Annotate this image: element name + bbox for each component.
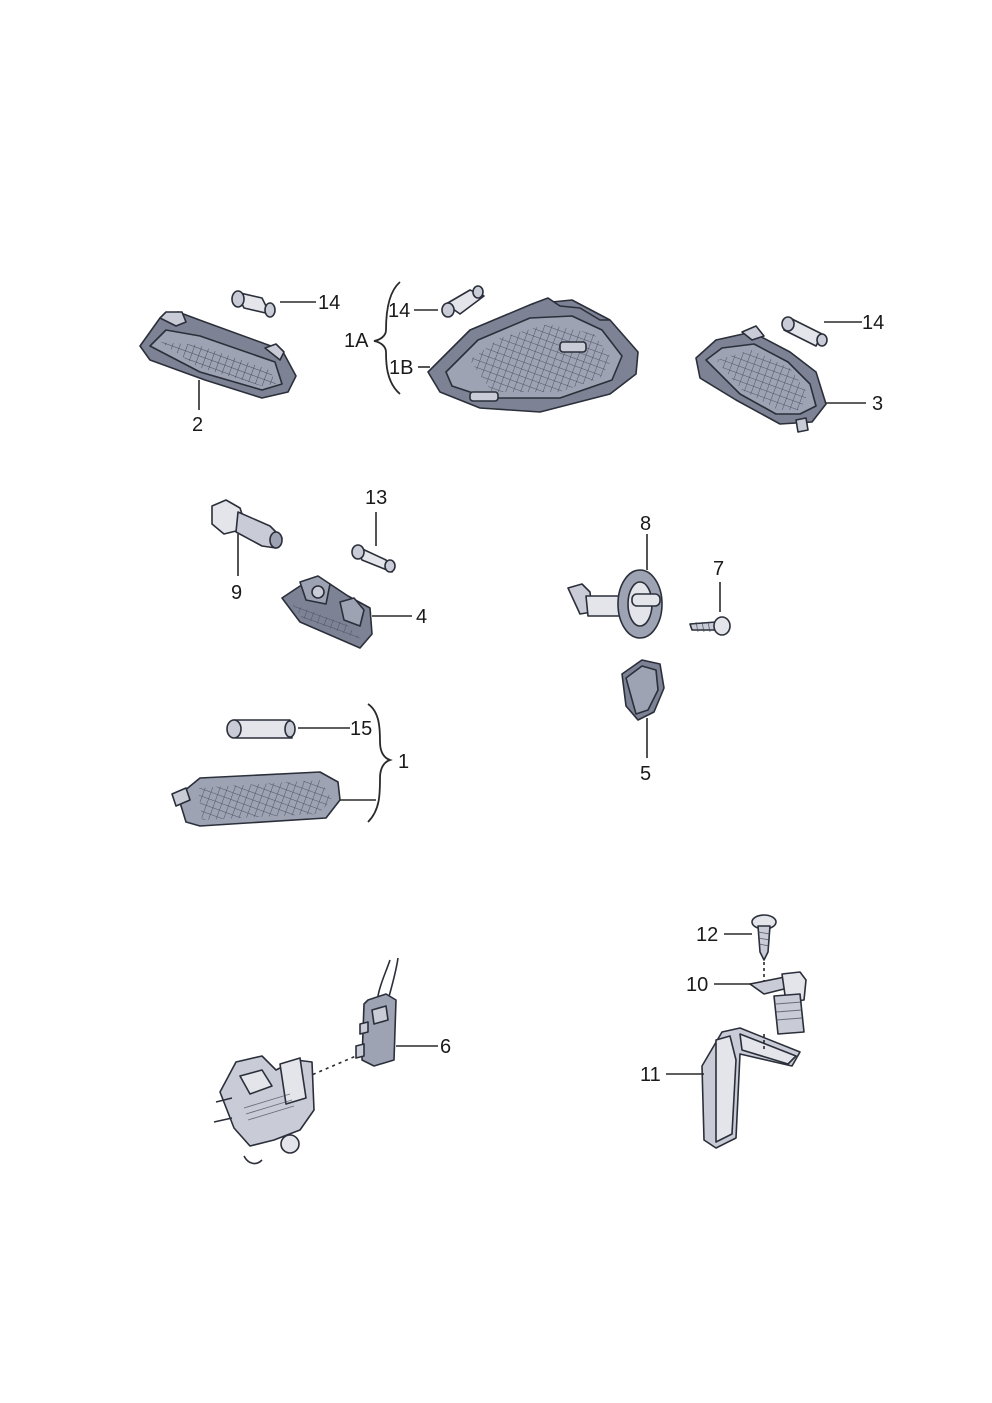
bracket-11 [701,1027,801,1149]
assembly-line-6 [299,1055,357,1081]
bulb-13 [351,544,396,573]
door-lock-mechanism [213,1055,315,1165]
door-contact-switch-6 [355,957,399,1067]
screw-12 [751,914,777,961]
callout-11: 11 [640,1064,661,1086]
bulb-14-centre [441,285,485,318]
door-warning-lamp [171,771,341,827]
callout-14c: 14 [862,312,884,334]
callout-9: 9 [231,582,242,604]
callout-8: 8 [640,513,651,535]
callout-1: 1 [398,751,409,773]
callout-15: 15 [350,718,372,740]
callout-5: 5 [640,763,651,785]
callout-12: 12 [696,924,718,946]
brace-1 [367,703,393,823]
reading-lamp-right [695,325,827,433]
callout-1A: 1A [344,330,369,352]
switch-8 [567,569,663,639]
callout-10: 10 [686,974,708,996]
bulb-holder-9 [211,499,283,549]
callout-4: 4 [416,606,427,628]
callout-14b: 14 [388,300,410,322]
callout-3: 3 [872,393,883,415]
callout-6: 6 [440,1036,451,1058]
callout-7: 7 [713,558,724,580]
callout-1B: 1B [389,357,413,379]
callout-2: 2 [192,414,203,436]
bulb-14-left [231,290,276,318]
callout-14a: 14 [318,292,340,314]
bulb-15 [226,719,296,739]
roof-console-lamp [427,297,639,413]
callout-13: 13 [365,487,387,509]
bulb-14-right [781,316,828,347]
brace-1A-1B [373,281,401,395]
clip-10 [749,971,807,1035]
reading-lamp-left [139,311,297,399]
screw-7 [689,616,731,636]
lamp-housing-4 [281,575,373,649]
cap-5 [621,659,665,721]
